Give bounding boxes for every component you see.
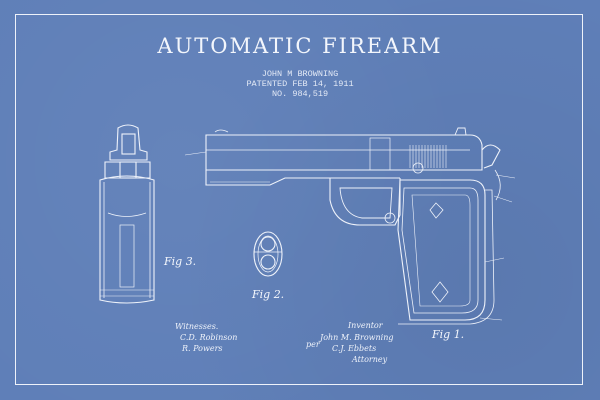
fig2-drawing	[253, 231, 283, 277]
border-frame	[15, 14, 583, 385]
inventor-label: Inventor	[348, 321, 383, 330]
witnesses-label: Witnesses.	[175, 322, 219, 331]
per-label: per	[306, 340, 320, 349]
fig1-drawing	[205, 127, 501, 325]
inventor-line: JOHN M BROWNING	[261, 69, 339, 79]
fig1-label: Fig 1.	[432, 328, 465, 341]
patent-date-line: PATENTED FEB 14, 1911	[246, 79, 354, 89]
witness-signature-2: R. Powers	[182, 344, 223, 353]
fig3-label: Fig 3.	[164, 255, 197, 268]
attorney-label: Attorney	[352, 355, 388, 364]
poster-title: AUTOMATIC FIREARM	[157, 34, 443, 58]
inventor-signature: John M. Browning	[320, 333, 394, 342]
patent-number-line: NO. 984,519	[271, 89, 329, 99]
fig2-label: Fig 2.	[252, 288, 285, 301]
attorney-signature: C.J. Ebbets	[332, 344, 377, 353]
leader-lines	[184, 151, 516, 321]
witness-signature-1: C.D. Robinson	[180, 333, 238, 342]
fig3-drawing	[99, 124, 155, 304]
